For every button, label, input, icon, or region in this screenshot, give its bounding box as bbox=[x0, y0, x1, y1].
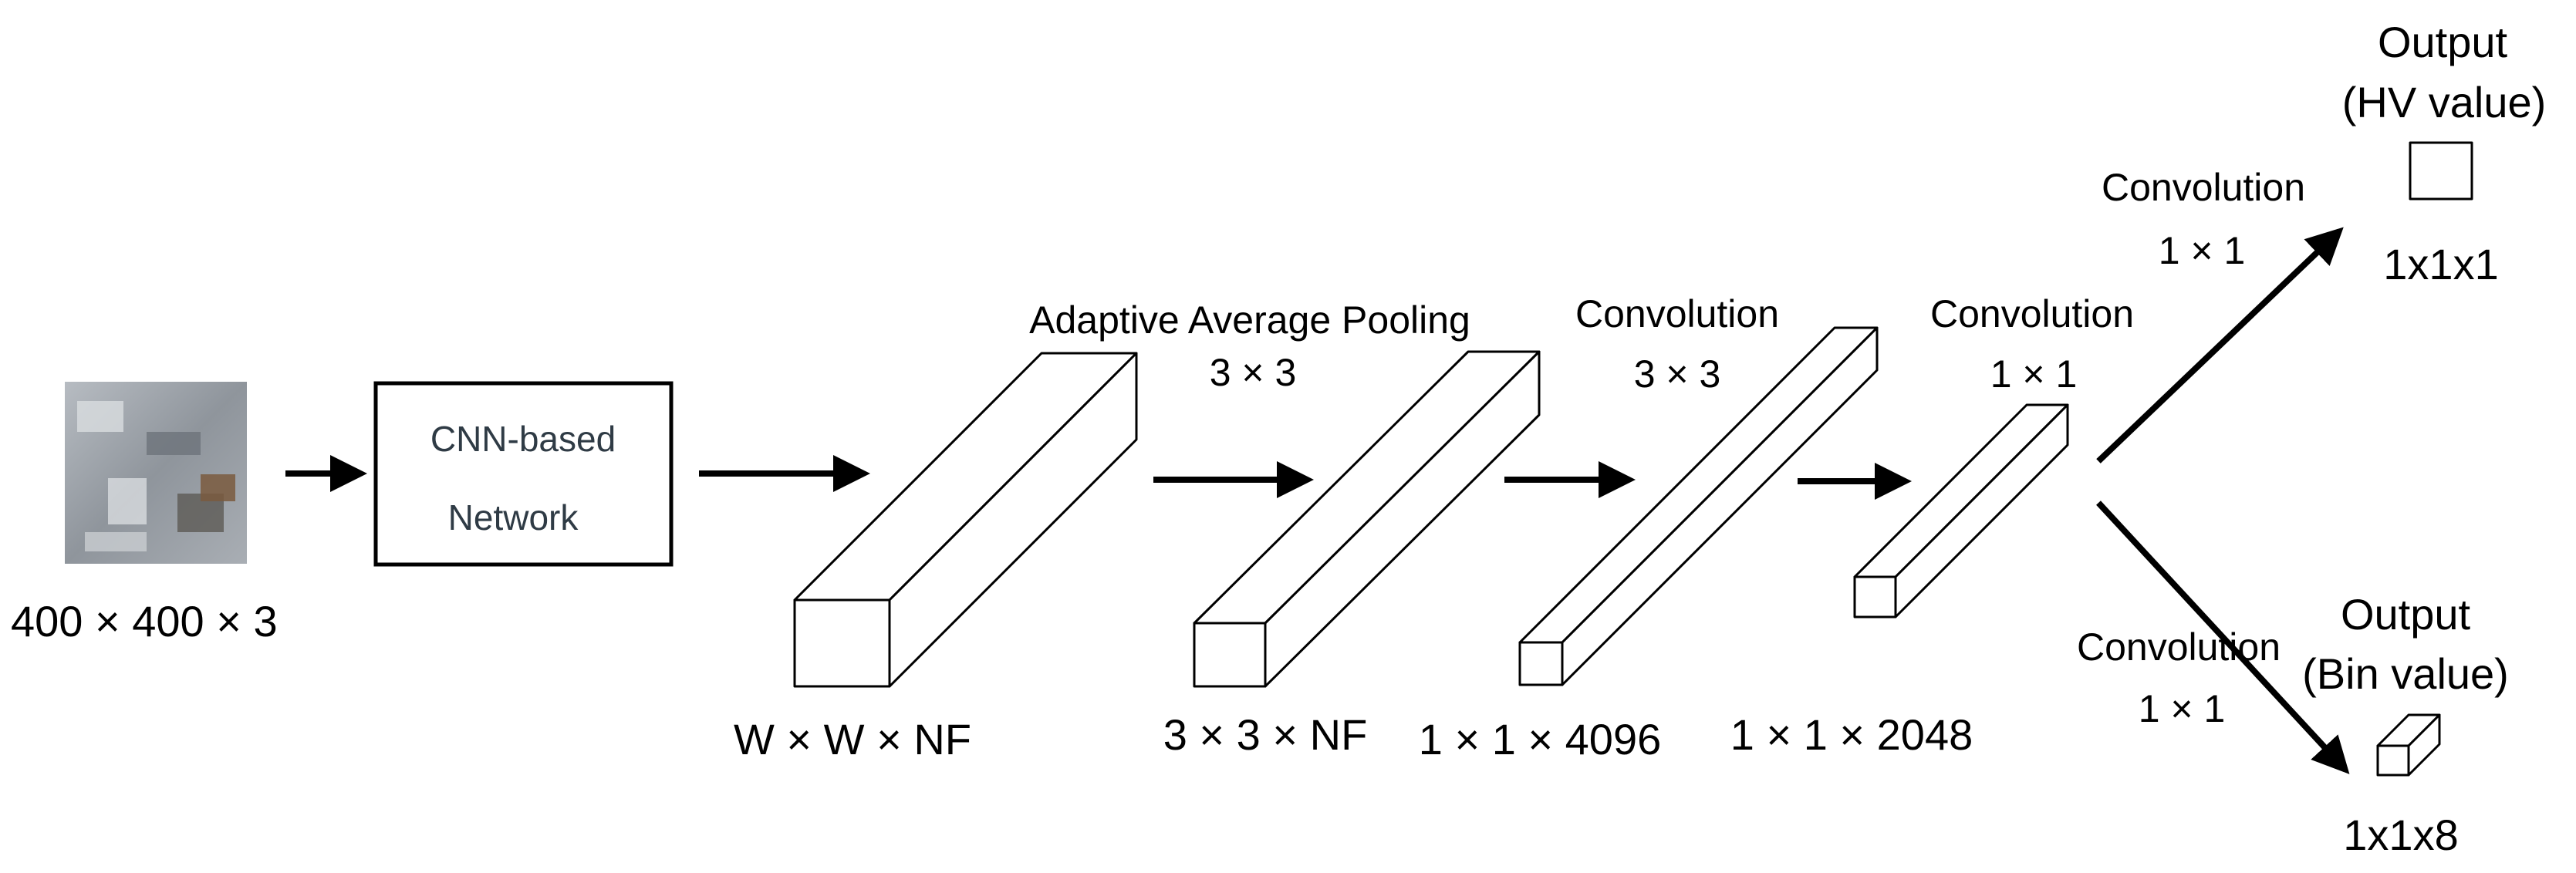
stage-2-top-label: Adaptive Average Pooling bbox=[1029, 298, 1470, 342]
upper-output-title: Output bbox=[2378, 18, 2508, 66]
arrow-lower-branch bbox=[2096, 501, 2350, 774]
feature-block-wxwxnf bbox=[793, 352, 1138, 688]
upper-output-box bbox=[2409, 141, 2473, 201]
upper-conv-size: 1 × 1 bbox=[2159, 229, 2246, 272]
lower-output-size: 1x1x8 bbox=[2343, 811, 2458, 859]
feature-block-1x1x4096 bbox=[1518, 326, 1879, 686]
lower-output-box bbox=[2376, 713, 2441, 777]
network-label-line1: CNN-based bbox=[430, 419, 616, 459]
upper-conv-label: Convolution bbox=[2102, 166, 2305, 209]
lower-conv-label: Convolution bbox=[2077, 625, 2281, 669]
lower-output-subtitle: (Bin value) bbox=[2302, 649, 2509, 698]
stage-3-top-label: Convolution bbox=[1575, 292, 1779, 335]
lower-output-title: Output bbox=[2341, 590, 2471, 639]
stage-4-top-label: Convolution bbox=[1930, 292, 2134, 335]
stage-3-top-size: 3 × 3 bbox=[1634, 352, 1721, 396]
cnn-network-box bbox=[373, 381, 674, 567]
stage-1-bottom-label: W × W × NF bbox=[734, 715, 971, 763]
stage-2-top-size: 3 × 3 bbox=[1210, 351, 1297, 394]
stage-3-bottom-label: 1 × 1 × 4096 bbox=[1419, 715, 1662, 763]
arrow-upper-branch bbox=[2096, 227, 2344, 463]
stage-4-bottom-label: 1 × 1 × 2048 bbox=[1730, 710, 1973, 759]
feature-block-3x3xnf bbox=[1193, 350, 1541, 688]
input-size-label: 400 × 400 × 3 bbox=[11, 597, 278, 645]
lower-conv-size: 1 × 1 bbox=[2139, 687, 2226, 730]
network-label-line2: Network bbox=[448, 497, 579, 538]
feature-block-1x1x2048 bbox=[1853, 403, 2069, 619]
input-image bbox=[65, 382, 247, 564]
stage-2-bottom-label: 3 × 3 × NF bbox=[1163, 710, 1368, 759]
stage-4-top-size: 1 × 1 bbox=[1990, 352, 2078, 396]
upper-output-subtitle: (HV value) bbox=[2342, 78, 2547, 126]
upper-output-size: 1x1x1 bbox=[2383, 240, 2498, 288]
